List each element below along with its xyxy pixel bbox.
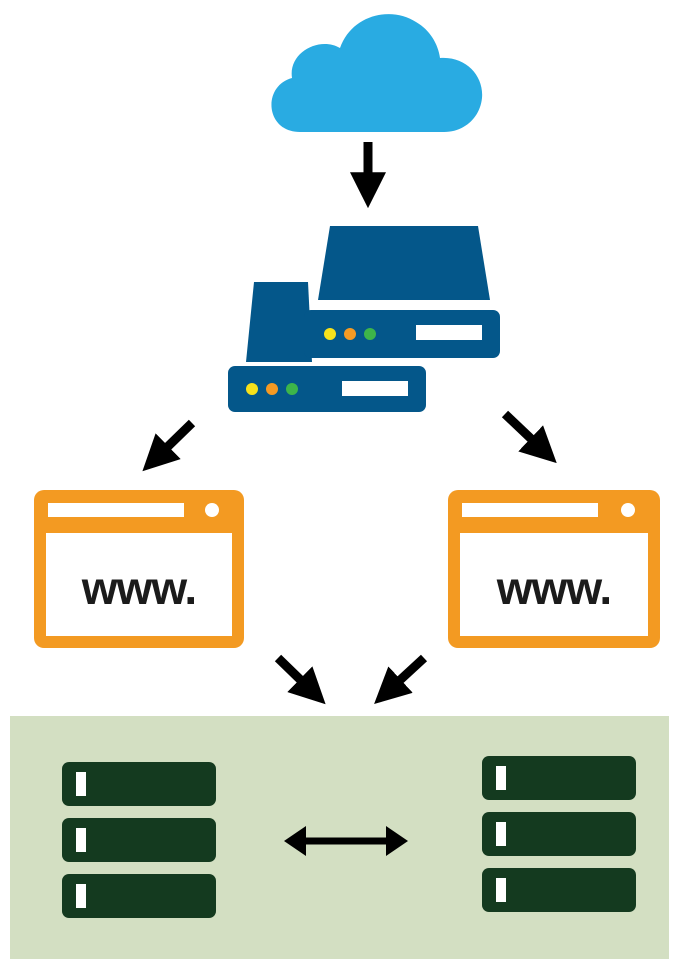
arrow-right-browser-to-storage [374, 654, 428, 704]
browser-window-icon [448, 490, 660, 648]
bidirectional-arrow-icon [284, 826, 408, 856]
browser-window-icon [34, 490, 244, 648]
browser-window-left: www. [34, 490, 244, 648]
browser-url-text: www. [496, 562, 611, 614]
cloud-icon [271, 14, 483, 132]
storage-rack-icon [62, 762, 216, 918]
arrow-server-to-left-browser [142, 419, 196, 472]
browser-window-right: www. [448, 490, 660, 648]
storage-rack-icon [482, 756, 636, 912]
arrow-left-browser-to-storage [274, 654, 326, 705]
server-stack-icon [228, 226, 500, 412]
arrow-server-to-right-browser [501, 410, 557, 464]
browser-url-text: www. [81, 562, 196, 614]
